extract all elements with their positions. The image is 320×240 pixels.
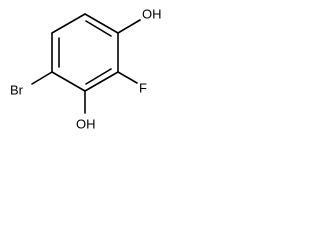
atom-label-oh-top: OH (142, 7, 162, 22)
double-bond-inner-right (85, 68, 112, 85)
bond-to-br (31, 71, 53, 85)
ring-bond-c6-c1 (51, 13, 86, 34)
ring-bond-c4-c5 (51, 71, 86, 92)
ring-bond-c3-c4 (84, 71, 119, 92)
bond-to-oh-top (117, 19, 141, 34)
atom-label-f: F (139, 81, 147, 96)
atom-label-oh-bottom: OH (76, 117, 96, 132)
molecule-structure: OH F OH Br (10, 7, 162, 132)
bond-to-f (117, 71, 138, 84)
ring-bond-c1-c2 (84, 13, 119, 34)
double-bond-inner-top (85, 20, 112, 37)
atom-label-br: Br (10, 83, 24, 98)
